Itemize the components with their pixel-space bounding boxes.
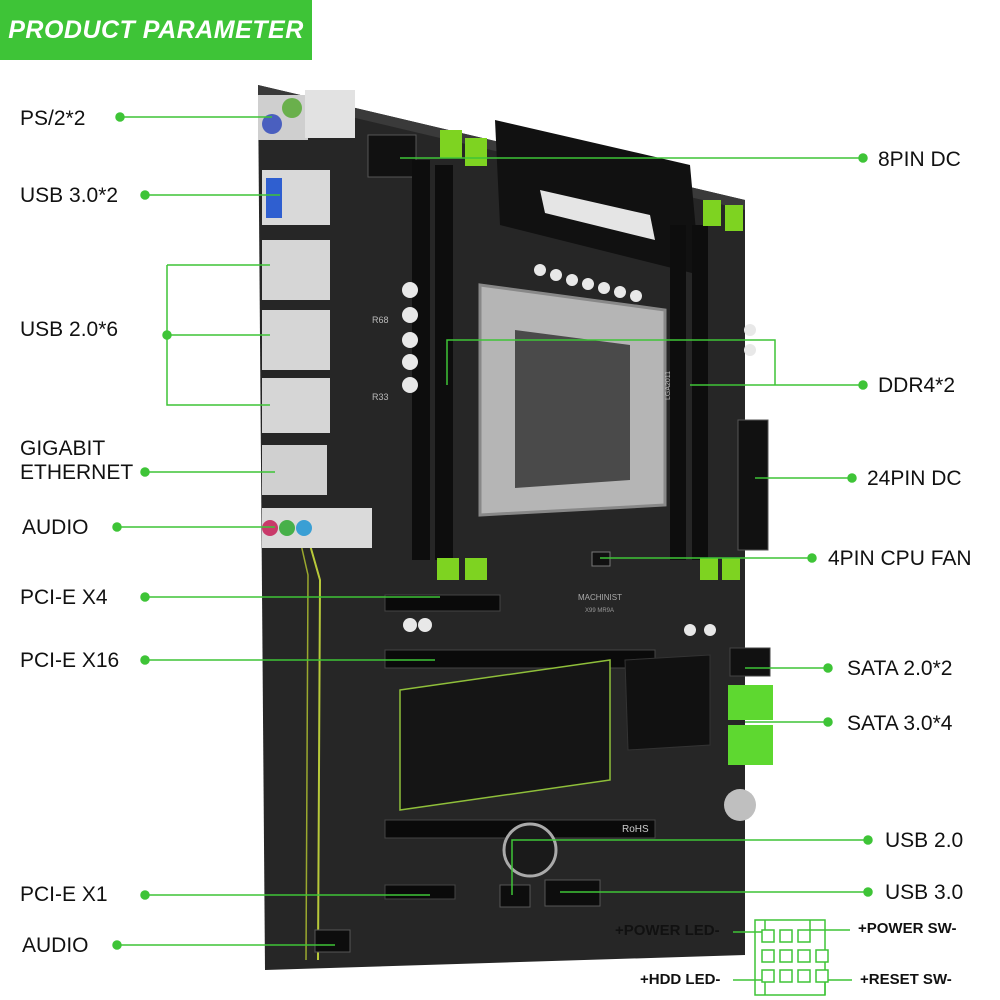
pcie-x1-slot	[384, 884, 456, 900]
m2-slot-area	[399, 659, 611, 811]
label-audio-bottom: AUDIO	[22, 934, 89, 957]
usb2-port-icon	[262, 240, 330, 300]
label-cpu-fan: 4PIN CPU FAN	[828, 547, 972, 570]
banner-title: PRODUCT PARAMETER	[0, 0, 312, 60]
dimm-slot	[412, 160, 430, 560]
label-24pin: 24PIN DC	[867, 467, 962, 490]
capacitors	[402, 264, 756, 636]
label-power-sw: +POWER SW-	[858, 920, 957, 937]
usb2-header	[499, 884, 531, 908]
label-ps2: PS/2*2	[20, 107, 86, 130]
rohs-text: RoHS	[622, 824, 649, 835]
r68-text: R68	[372, 315, 389, 325]
label-pcie-x16: PCI-E X16	[20, 649, 120, 672]
audio-header	[314, 929, 351, 953]
label-usb30: USB 3.0*2	[20, 184, 119, 207]
cmos-battery	[502, 822, 558, 878]
callout-lines	[112, 112, 873, 950]
label-power-led: +POWER LED-	[615, 922, 720, 939]
cpu-fan-header	[591, 551, 611, 567]
audio-port-icon	[262, 508, 372, 548]
sata2-ports	[729, 647, 771, 677]
label-usb20: USB 2.0*6	[20, 318, 119, 341]
label-usb3-header: USB 3.0	[885, 881, 964, 904]
label-hdd-led: +HDD LED-	[640, 971, 721, 988]
pcie-x4-slot	[384, 594, 501, 612]
label-sata2: SATA 2.0*2	[847, 657, 953, 680]
ethernet-port-icon	[262, 445, 327, 495]
r33-text: R33	[372, 392, 389, 402]
label-pcie-x1: PCI-E X1	[20, 883, 108, 906]
dimm-latch	[440, 130, 462, 158]
8pin-connector	[367, 134, 417, 178]
label-ethernet: ETHERNET	[20, 461, 134, 484]
sata3-ports	[728, 685, 773, 720]
usb3-header	[544, 879, 601, 907]
label-sata3: SATA 3.0*4	[847, 712, 953, 735]
label-8pin: 8PIN DC	[878, 148, 961, 171]
socket-text: LGA2011	[665, 371, 672, 400]
label-usb2-header: USB 2.0	[885, 829, 964, 852]
front-panel-pins	[761, 929, 829, 983]
brand-text: MACHINIST	[578, 593, 622, 602]
label-pcie-x4: PCI-E X4	[20, 586, 108, 609]
label-reset-sw: +RESET SW-	[860, 971, 952, 988]
label-gigabit: GIGABIT	[20, 437, 106, 460]
pcie-x16-slot	[384, 649, 656, 669]
chipset-heatsink	[624, 654, 711, 751]
24pin-connector	[737, 419, 769, 551]
model-text: X99 MR9A	[585, 608, 614, 614]
label-audio-top: AUDIO	[22, 516, 89, 539]
label-ddr4: DDR4*2	[878, 374, 956, 397]
